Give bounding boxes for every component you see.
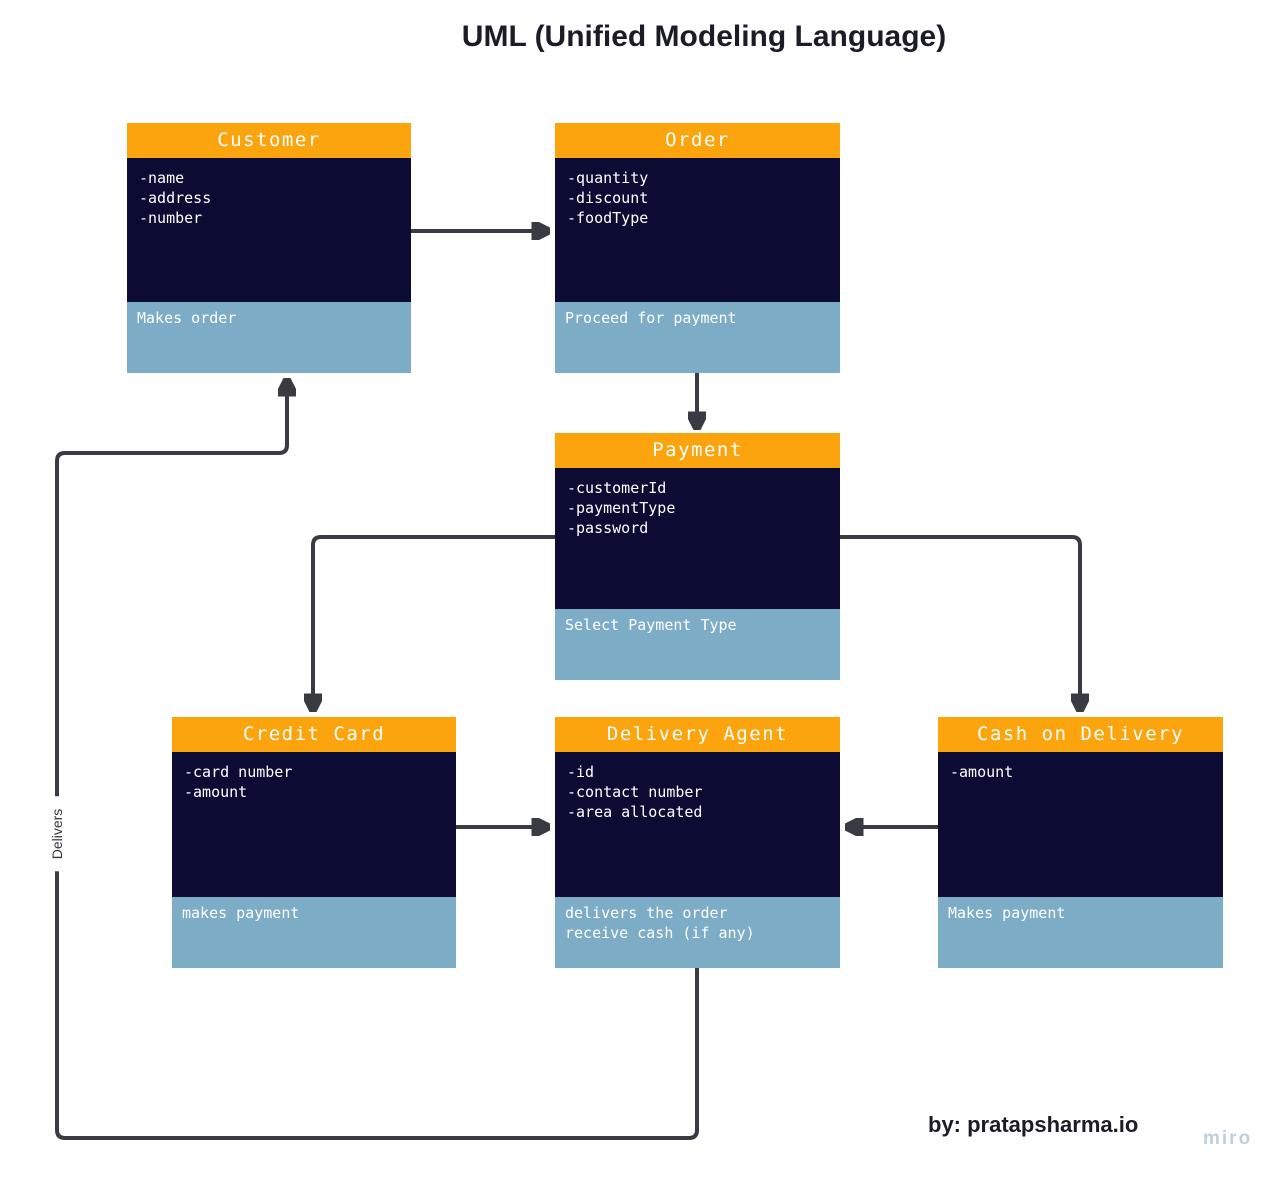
class-title: Customer <box>127 123 411 158</box>
class-actions: Makes payment <box>938 897 1223 968</box>
attribute: -quantity <box>567 169 649 187</box>
miro-logo: miro <box>1203 1128 1253 1149</box>
attribute: -password <box>567 519 649 537</box>
class-attributes: -quantity -discount -foodType <box>555 158 840 302</box>
action: Proceed for payment <box>565 309 737 327</box>
class-actions: makes payment <box>172 897 456 968</box>
class-box-delivery-agent[interactable]: Delivery Agent -id -contact number -area… <box>555 717 840 968</box>
class-actions: Proceed for payment <box>555 302 840 373</box>
attribute: -address <box>139 189 212 207</box>
class-box-credit-card[interactable]: Credit Card -card number -amount makes p… <box>172 717 456 968</box>
class-attributes: -id -contact number -area allocated <box>555 752 840 897</box>
attribute: -discount <box>567 189 649 207</box>
attribute: -amount <box>950 763 1014 781</box>
class-attributes: -amount <box>938 752 1223 897</box>
class-title: Payment <box>555 433 840 468</box>
class-attributes: -customerId -paymentType -password <box>555 468 840 609</box>
class-title: Order <box>555 123 840 158</box>
class-attributes: -name -address -number <box>127 158 411 302</box>
connector-label-delivers[interactable]: Delivers <box>47 796 67 872</box>
class-title: Cash on Delivery <box>938 717 1223 752</box>
class-box-cash-on-delivery[interactable]: Cash on Delivery -amount Makes payment <box>938 717 1223 968</box>
action: makes payment <box>182 904 300 922</box>
action: Select Payment Type <box>565 616 737 634</box>
attribute: -paymentType <box>567 499 676 517</box>
attribute: -id <box>567 763 595 781</box>
action: Makes payment <box>948 904 1066 922</box>
class-box-customer[interactable]: Customer -name -address -number Makes or… <box>127 123 411 373</box>
connector-delivery-agent-to-customer[interactable] <box>55 381 699 1140</box>
attribute: -card number <box>184 763 293 781</box>
action: Makes order <box>137 309 237 327</box>
connector-payment-to-cash-on-delivery[interactable] <box>840 535 1080 709</box>
class-box-payment[interactable]: Payment -customerId -paymentType -passwo… <box>555 433 840 680</box>
attribute: -foodType <box>567 209 649 227</box>
class-title: Credit Card <box>172 717 456 752</box>
attribute: -customerId <box>567 479 667 497</box>
class-actions: delivers the order receive cash (if any) <box>555 897 840 968</box>
class-box-order[interactable]: Order -quantity -discount -foodType Proc… <box>555 123 840 373</box>
class-attributes: -card number -amount <box>172 752 456 897</box>
action: receive cash (if any) <box>565 924 755 942</box>
attribute: -name <box>139 169 185 187</box>
diagram-title: UML (Unified Modeling Language) <box>461 20 947 53</box>
action: delivers the order <box>565 904 728 922</box>
attribute: -number <box>139 209 203 227</box>
class-title: Delivery Agent <box>555 717 840 752</box>
attribute: -contact number <box>567 783 703 801</box>
attribute: -amount <box>184 783 248 801</box>
author-credit: by: pratapsharma.io <box>928 1112 1139 1137</box>
class-actions: Makes order <box>127 302 411 373</box>
connector-payment-to-credit-card[interactable] <box>313 535 555 709</box>
attribute: -area allocated <box>567 803 703 821</box>
class-actions: Select Payment Type <box>555 609 840 680</box>
